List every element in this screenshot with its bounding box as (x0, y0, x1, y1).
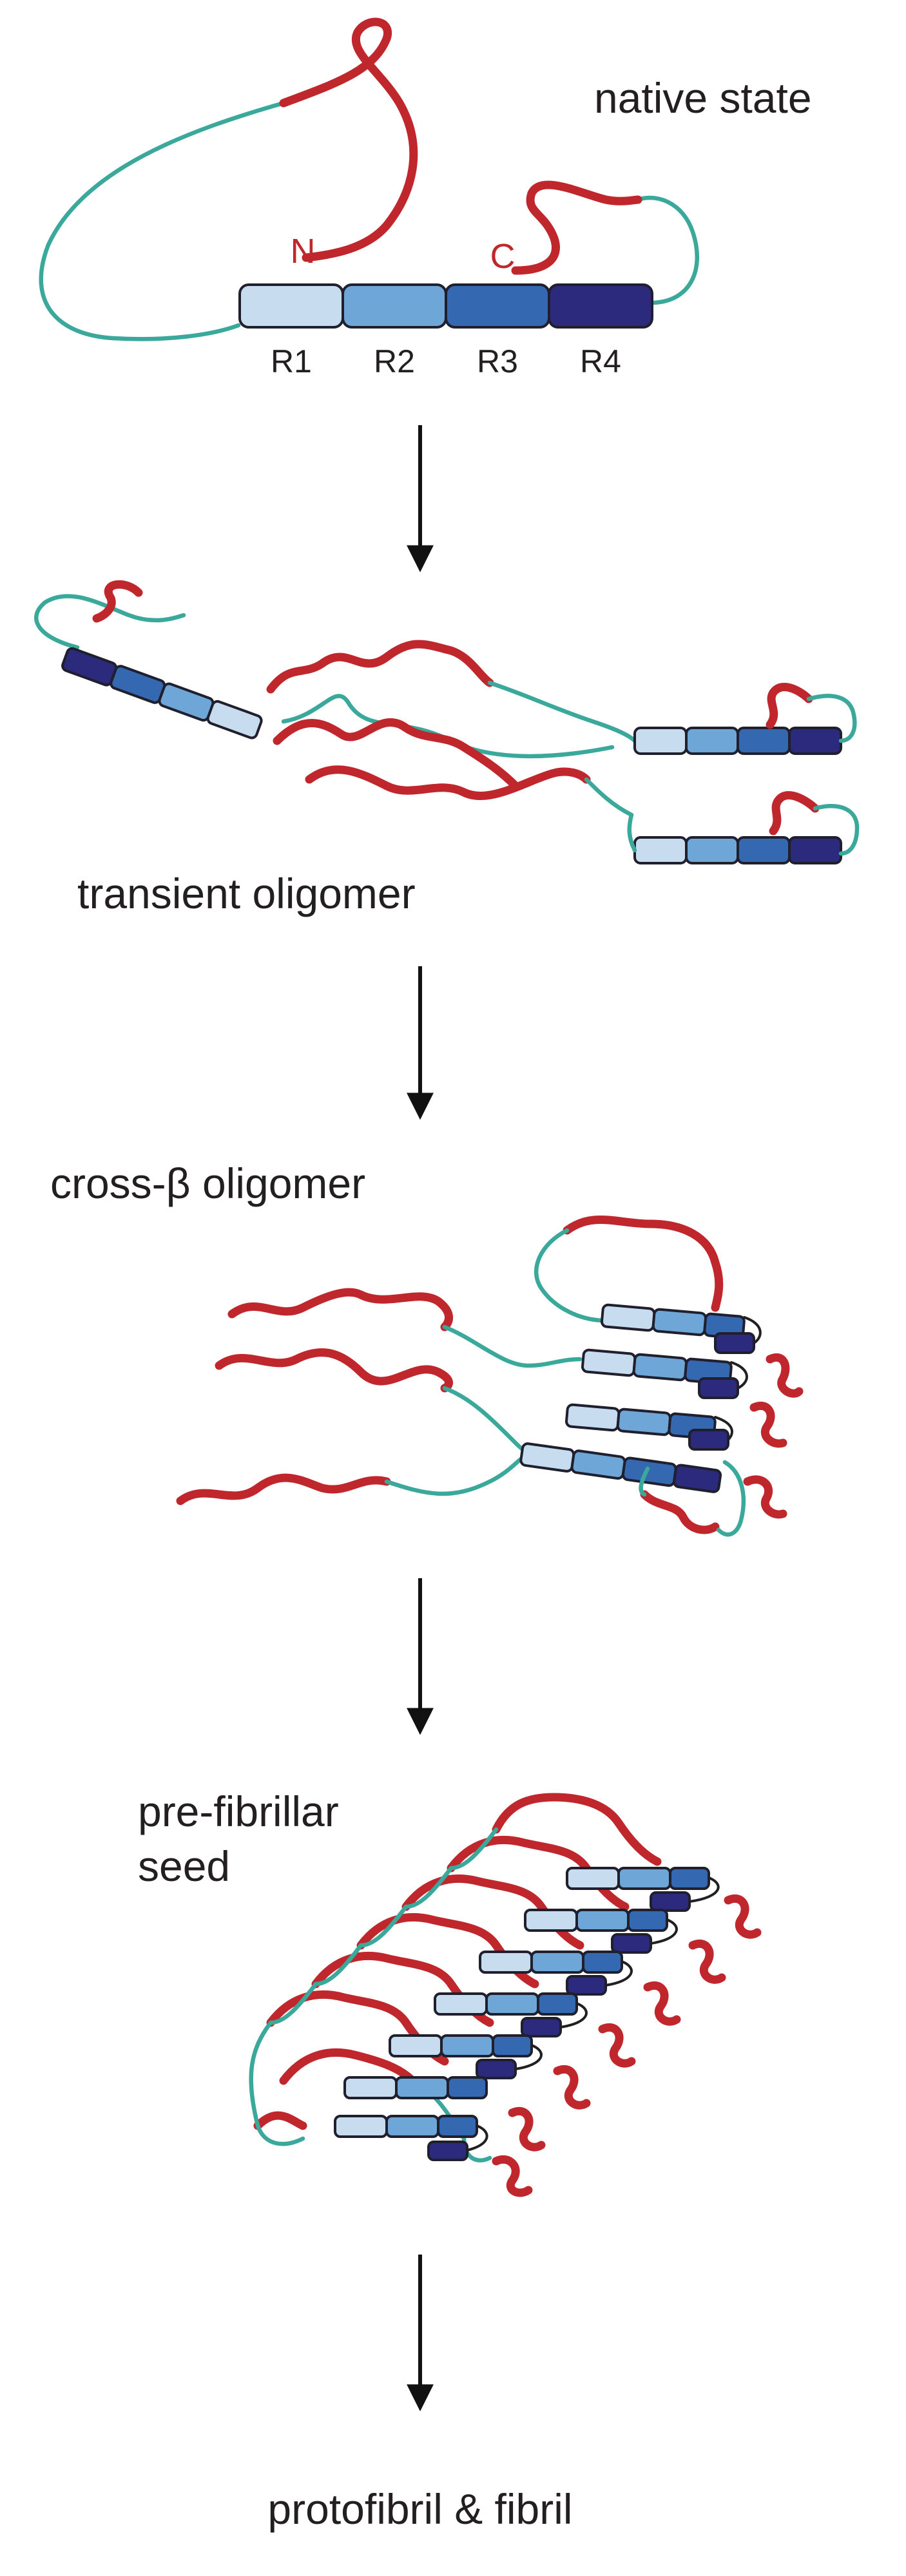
native-state-molecule: N C R1 R2 R3 R4 (39, 17, 700, 379)
stage-label-transient: transient oligomer (77, 870, 416, 917)
native-c-terminal-tail (511, 180, 642, 275)
repeat-r1 (238, 283, 344, 329)
repeat-label-r1: R1 (271, 343, 312, 379)
repeat-r2 (342, 283, 447, 329)
repeat-r4 (548, 283, 653, 329)
stage-label-seed-line1: pre-fibrillar (138, 1788, 339, 1835)
stage-label-final: protofibril & fibril (267, 2485, 572, 2533)
repeat-label-r2: R2 (374, 343, 415, 379)
repeat-label-r3: R3 (477, 343, 518, 379)
stage-label-seed-line2: seed (138, 1842, 230, 1890)
stage-label-cross-beta: cross-β oligomer (50, 1159, 365, 1207)
native-linker-right (635, 195, 700, 305)
native-linker-left (39, 100, 286, 341)
stage-label-native: native state (594, 74, 812, 122)
n-terminus-label: N (291, 232, 316, 271)
c-terminus-label: C (490, 237, 516, 276)
transient-oligomer (34, 580, 860, 864)
pre-fibrillar-seed (249, 1793, 762, 2197)
cross-beta-oligomer (176, 1216, 804, 1537)
repeat-r3 (445, 283, 550, 329)
repeat-label-r4: R4 (580, 343, 621, 379)
native-n-terminal-tail (279, 17, 418, 262)
